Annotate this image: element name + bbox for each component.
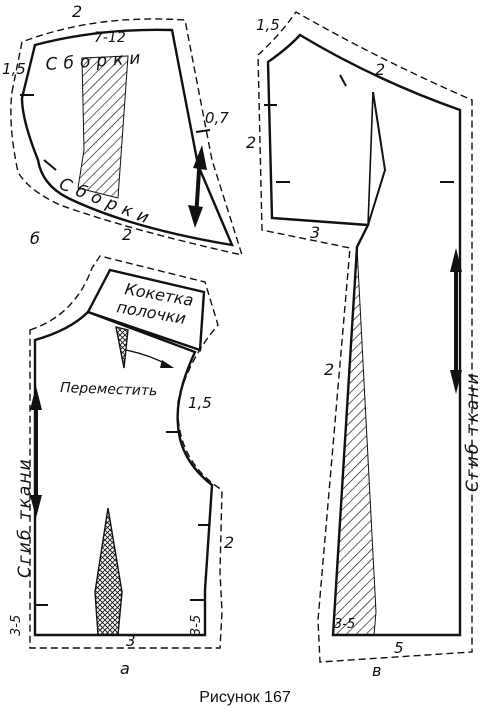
panel-a-allowance-armhole: 1,5 bbox=[188, 394, 212, 412]
panel-b-allowance-outline bbox=[10, 18, 244, 256]
panel-v-allowance-outline bbox=[257, 11, 473, 663]
panel-a-dart-top bbox=[115, 326, 129, 369]
panel-a-allowance-left-bottom: 3-5 bbox=[9, 615, 24, 636]
panel-v-allowance-hem: 5 bbox=[394, 639, 404, 657]
panel-b-allowance-left: 1,5 bbox=[2, 60, 26, 78]
panel-v-fold-label: Сгиб ткани bbox=[463, 372, 483, 493]
panel-v-allowance-underarm: 3 bbox=[310, 223, 320, 242]
panel-a-letter: а bbox=[120, 659, 130, 678]
panel-a-dart-waist bbox=[94, 507, 123, 636]
panel-v-grain-arrow bbox=[450, 248, 462, 394]
panel-v-allowance-top-left: 1,5 bbox=[256, 16, 280, 34]
panel-v-letter: в bbox=[372, 661, 381, 680]
panel-a-fold-label: Сгиб ткани bbox=[15, 458, 35, 579]
panel-b-notch-2 bbox=[43, 159, 57, 171]
panel-b-pattern-outline bbox=[20, 28, 234, 247]
panel-a-move-arrow bbox=[125, 349, 174, 368]
panel-a-allowance-outline bbox=[29, 255, 223, 649]
panel-a-grain-arrow bbox=[30, 386, 42, 518]
panel-v-long-piece bbox=[257, 11, 473, 663]
panel-a-allowance-side: 2 bbox=[224, 533, 234, 552]
panel-b-sleeve-piece bbox=[10, 18, 244, 256]
panel-v-dart-center bbox=[367, 91, 374, 226]
panel-b-gathers-range: 7-12 bbox=[94, 30, 126, 46]
panel-v-pattern-outline bbox=[266, 33, 462, 637]
panel-b-letter: б bbox=[30, 229, 40, 248]
panel-v-side-hatch bbox=[332, 246, 377, 636]
panel-a-allowance-hem: 3 bbox=[126, 632, 136, 650]
panel-a-yoke-piece bbox=[86, 268, 206, 352]
panel-b-allowance-right: 0,7 bbox=[205, 109, 229, 127]
panel-a-front-piece bbox=[29, 255, 223, 649]
panel-v-notch-1 bbox=[339, 74, 347, 87]
panel-a-allowance-right-bottom: 3-5 bbox=[189, 615, 204, 636]
panel-b-gathers-hatch bbox=[77, 55, 129, 199]
panel-b-allowance-top: 2 bbox=[72, 2, 82, 21]
panel-b-grain-arrow bbox=[188, 145, 207, 228]
panel-v-allowance-side: 2 bbox=[324, 360, 334, 379]
figure-caption: Рисунок 167 bbox=[199, 689, 291, 706]
panel-v-allowance-hem-left: 3-5 bbox=[334, 617, 355, 632]
panel-v-allowance-left-upper: 2 bbox=[246, 133, 256, 152]
panel-b-notch-3 bbox=[195, 129, 211, 133]
panel-v-allowance-shoulder: 2 bbox=[375, 60, 385, 79]
panel-b-gathers-top: Сборки bbox=[45, 48, 147, 75]
panel-v-shoulder-dart bbox=[367, 91, 387, 226]
panel-b-allowance-bottom: 2 bbox=[122, 225, 132, 244]
panel-a-pattern-outline bbox=[33, 310, 214, 637]
panel-a-move-label: Переместить bbox=[60, 380, 158, 399]
